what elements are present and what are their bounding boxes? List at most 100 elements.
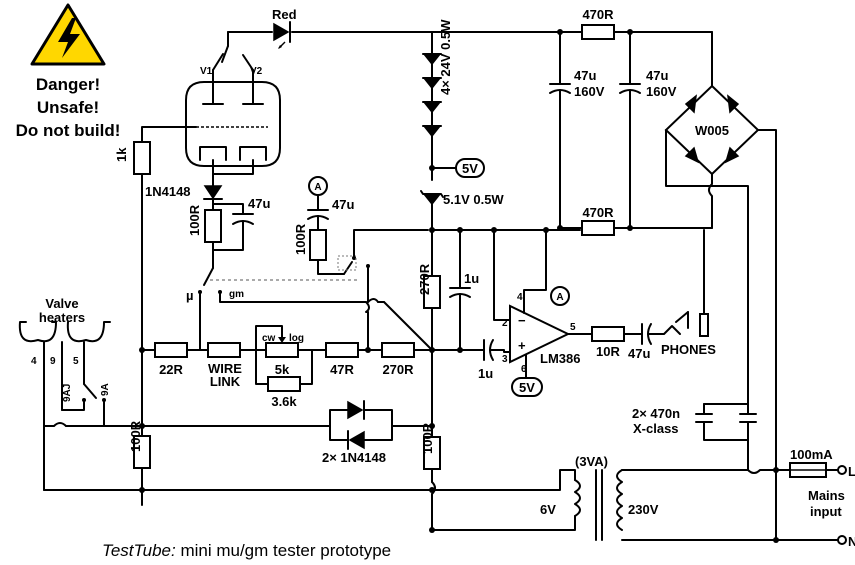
badge5v-b-label: 5V: [519, 380, 535, 395]
r470r-top-label: 470R: [582, 7, 614, 22]
resistor-270r-horizontal: [381, 342, 415, 358]
bridge-label: W005: [695, 123, 729, 138]
r470r-mid-label: 470R: [582, 205, 614, 220]
mains2-label: input: [810, 504, 842, 519]
valve-heaters-1-label: Valve: [45, 296, 78, 311]
zener-51-label: 5.1V 0.5W: [443, 192, 504, 207]
c47u-160-b2-label: 160V: [646, 84, 677, 99]
resistor-100r-meter: [309, 229, 327, 261]
heater-filaments: [18, 321, 111, 343]
zener-5v1: [420, 190, 444, 206]
caption: TestTube: mini mu/gm tester prototype: [102, 541, 391, 560]
c47u-160-a2-label: 160V: [574, 84, 605, 99]
terminal-n: [837, 535, 847, 545]
r270r-v-label: 270R: [417, 263, 432, 295]
r100r-a-label: 100R: [187, 204, 202, 236]
pin3-label: 3: [502, 354, 508, 365]
c1u-in-label: 1u: [478, 366, 493, 381]
ammeter2-icon: [550, 286, 570, 306]
warning-sign: Danger! Unsafe! Do not build!: [16, 3, 121, 140]
opamp-lm386: [509, 304, 571, 364]
badge5v-a-label: 5V: [462, 161, 478, 176]
meter-a2-label: A: [556, 292, 563, 303]
resistor-100r-mid: [423, 436, 441, 470]
phones-label: PHONES: [661, 342, 716, 357]
phones-jack: [647, 229, 709, 337]
c47u-160-b1-label: 47u: [646, 68, 668, 83]
pin6-label: 6: [521, 364, 527, 375]
terminal-l: [837, 465, 847, 475]
mu-label: µ: [186, 288, 194, 303]
warning-line-3: Do not build!: [16, 121, 121, 140]
r22r-label: 22R: [159, 362, 183, 377]
v2-label: V2: [250, 66, 263, 77]
v230-label: 230V: [628, 502, 659, 517]
antiparallel-diodes: [347, 400, 365, 450]
r270r-h-label: 270R: [382, 362, 414, 377]
pin-5-label: 5: [73, 356, 79, 367]
c47u-160-a1-label: 47u: [574, 68, 596, 83]
resistor-100r-left: [133, 435, 151, 469]
log-label: log: [289, 333, 304, 344]
lightning-bolt-icon: [58, 18, 80, 58]
resistor-47r: [325, 342, 359, 358]
pin5-label: 5: [570, 322, 576, 333]
r100r-l-label: 100R: [128, 420, 143, 452]
resistor-100r-cathode: [204, 209, 222, 243]
pin2-label: 2: [502, 318, 508, 329]
n-label: N: [848, 534, 855, 549]
bridge-diodes: [684, 94, 740, 164]
c47u-a-label: 47u: [248, 196, 270, 211]
opamp-label: LM386: [540, 351, 580, 366]
zener-stack-label: 4× 24V 0.5W: [438, 19, 453, 95]
c47u-out-label: 47u: [628, 346, 650, 361]
resistor-22r: [154, 342, 188, 358]
pin-9-label: 9: [50, 356, 56, 367]
c47u-b-label: 47u: [332, 197, 354, 212]
wire1-label: WIRE: [208, 361, 242, 376]
valve-heaters-2-label: heaters: [39, 310, 85, 325]
badge-5v-opamp: [511, 377, 543, 397]
r100r-m-label: 100R: [420, 422, 435, 454]
red-label: Red: [272, 7, 297, 22]
mains1-label: Mains: [808, 488, 845, 503]
warning-line-1: Danger!: [36, 75, 100, 94]
pin-4-label: 4: [31, 356, 37, 367]
pin-9aj-label: 9AJ: [62, 384, 73, 402]
l-label: L: [848, 464, 855, 479]
pin4-label: 4: [517, 292, 523, 303]
wire-link: [207, 342, 241, 358]
resistor-470r-mid: [581, 220, 615, 236]
badge-5v-top: [455, 158, 485, 178]
r47r-label: 47R: [330, 362, 354, 377]
resistor-10r: [591, 326, 625, 342]
pin-9a-label: 9A: [100, 383, 111, 396]
minus-label: −: [518, 313, 526, 328]
r36k-label: 3.6k: [271, 394, 297, 409]
plus-label: +: [518, 338, 526, 353]
xcap1-label: 2× 470n: [632, 406, 680, 421]
v1-label: V1: [200, 66, 213, 77]
diodes-2x-label: 2× 1N4148: [322, 450, 386, 465]
resistor-1k: [133, 141, 151, 175]
meter-a1-label: A: [314, 182, 321, 193]
cw-label: cw: [262, 333, 276, 344]
r100r-b-label: 100R: [293, 223, 308, 255]
diode-1n4148: [203, 185, 223, 200]
v6-label: 6V: [540, 502, 556, 517]
transformer-label: (3VA): [575, 454, 608, 469]
d1n4148-label: 1N4148: [145, 184, 191, 199]
resistor-470r-top: [581, 24, 615, 40]
transformer: [574, 469, 623, 541]
r10r-label: 10R: [596, 344, 620, 359]
xcap2-label: X-class: [633, 421, 679, 436]
red-led: [273, 21, 291, 49]
resistor-3k6: [267, 376, 301, 392]
caption-rest: mini mu/gm tester prototype: [176, 541, 391, 560]
wire2-label: LINK: [210, 374, 241, 389]
valve-tube: [183, 69, 281, 167]
r5k-label: 5k: [275, 362, 290, 377]
gm-label: gm: [229, 289, 244, 300]
pot-5k: [265, 342, 299, 358]
r1k-label: 1k: [114, 147, 129, 162]
